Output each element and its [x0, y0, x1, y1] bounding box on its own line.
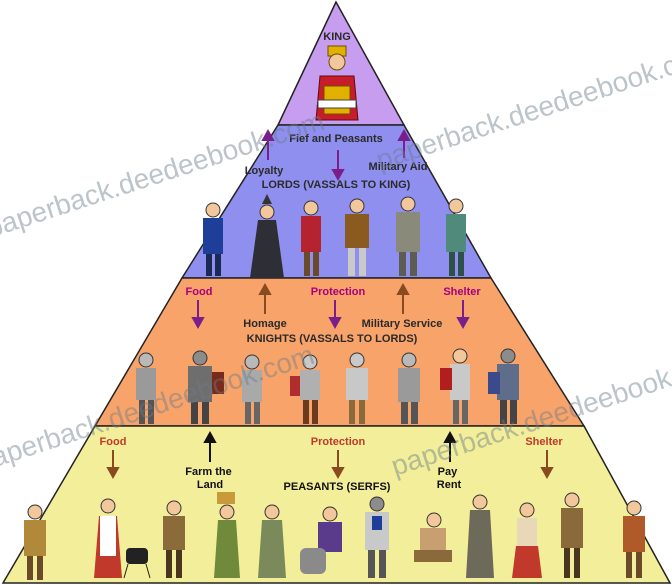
lord-figure [446, 198, 466, 276]
peasant-figure [365, 496, 389, 578]
peasant-figure [24, 504, 46, 580]
knights-title: KNIGHTS (VASSALS TO LORDS) [247, 333, 418, 345]
peasant-figure [300, 506, 342, 574]
peasants-pay-label-text: Pay [438, 466, 458, 478]
king-figure [315, 45, 359, 121]
peasant-figure [414, 512, 452, 562]
peasants-food-label: Food [100, 436, 127, 448]
peasant-figure [94, 498, 122, 578]
king-title: KING [323, 31, 351, 43]
knights-protection-label: Protection [311, 286, 366, 298]
watermark-text: paperback.deedeebook.com [372, 37, 672, 176]
lords-military-aid-label: Military Aid [369, 161, 428, 173]
peasants-pay-label: Pay Rent [437, 466, 462, 491]
lord-figure [396, 196, 420, 276]
peasants-farm-label-text: Farm the [185, 466, 231, 478]
knight-figure [188, 350, 224, 424]
peasants-title: PEASANTS (SERFS) [284, 481, 391, 493]
peasants-down-arrows [106, 450, 554, 480]
lords-figures [203, 194, 466, 278]
knights-arrows [191, 300, 470, 330]
lords-title: LORDS (VASSALS TO KING) [262, 179, 411, 191]
knight-figure [440, 348, 470, 424]
peasant-figure [623, 500, 645, 578]
knight-figure [242, 354, 262, 424]
knights-food-label: Food [186, 286, 213, 298]
peasant-figure [258, 504, 286, 578]
lord-figure [203, 202, 223, 276]
peasant-figure [512, 502, 542, 578]
peasants-up-arrows [203, 430, 457, 462]
lords-loyalty-label: Loyalty [245, 165, 284, 177]
knights-figures [136, 348, 519, 424]
knight-figure [290, 354, 320, 424]
lords-fief-label: Fief and Peasants [289, 133, 383, 145]
peasant-figure [123, 548, 151, 579]
lord-figure [250, 194, 284, 278]
knight-figure [398, 352, 420, 424]
peasants-shelter-label: Shelter [525, 436, 563, 448]
knight-figure [488, 348, 519, 424]
peasants-farm-label: Farm the Land [185, 466, 235, 491]
peasant-figure [561, 492, 583, 578]
peasants-protection-label: Protection [311, 436, 366, 448]
knights-homage-label: Homage [243, 318, 286, 330]
lords-arrows [261, 128, 411, 182]
knights-military-service-label: Military Service [362, 318, 443, 330]
lord-figure [301, 200, 321, 276]
knight-figure [136, 352, 156, 424]
knights-up-arrows [258, 282, 410, 314]
knights-shelter-label: Shelter [443, 286, 481, 298]
peasants-figures [24, 492, 645, 580]
peasant-figure [163, 500, 185, 578]
knight-figure [346, 352, 368, 424]
peasant-figure [214, 492, 240, 578]
peasant-figure [466, 494, 494, 578]
lord-figure [345, 198, 369, 276]
